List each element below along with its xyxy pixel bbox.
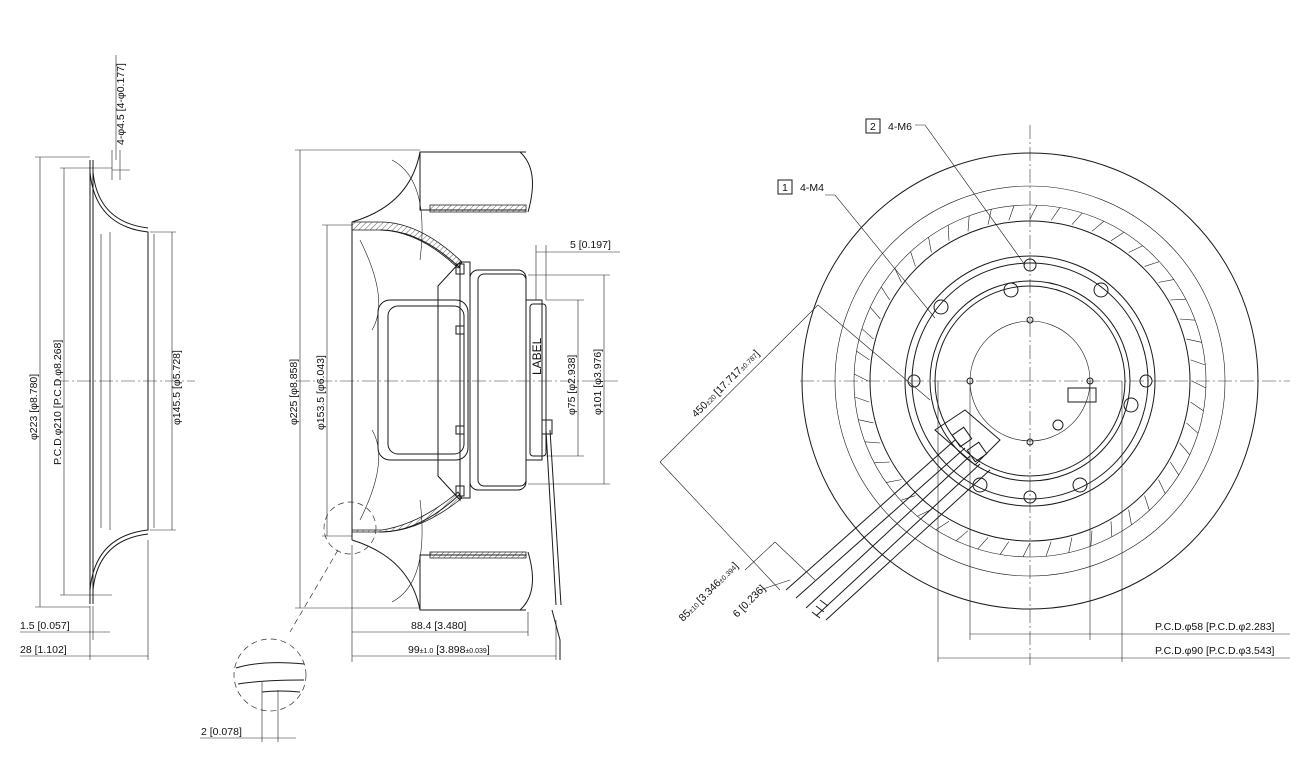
blade-slot <box>1071 212 1083 225</box>
blade-slot <box>1110 521 1113 537</box>
blade-slot <box>999 541 1010 555</box>
blade-slot <box>880 286 890 301</box>
callout-1-number: 1 <box>782 182 788 194</box>
blade-slot <box>894 268 902 283</box>
inlet-depth-label: 28 [1.102] <box>20 644 67 656</box>
callout-2-number: 2 <box>870 121 876 133</box>
inlet-thickness-label: 1.5 [0.057] <box>20 620 70 632</box>
blade-slot <box>874 461 890 464</box>
blade-slot <box>1170 298 1186 301</box>
hub-step-label: 5 [0.197] <box>570 239 611 251</box>
blade-slot <box>928 237 932 253</box>
blade-slot <box>947 225 950 241</box>
blade-slot <box>1186 422 1199 434</box>
blade-slot <box>1190 359 1206 366</box>
blade-slot <box>1029 205 1038 220</box>
blade-slot <box>1008 205 1015 221</box>
blade-slot <box>869 307 881 320</box>
blade-slot <box>1050 207 1061 221</box>
blade-slot <box>1191 380 1206 389</box>
hub-diameter-label: φ75 [φ2.938] <box>566 355 578 415</box>
blade-slot <box>854 396 870 403</box>
blade-slot <box>1090 530 1093 547</box>
inlet-hole-label: 4-φ4.5 [4-φ0.177] <box>115 63 127 145</box>
pcd-large-label: P.C.D.φ90 [P.C.D.φ3.543] <box>1155 645 1275 657</box>
pcd-small-label: P.C.D.φ58 [P.C.D.φ2.283] <box>1155 621 1275 633</box>
body-length-label: 88.4 [3.480] <box>411 620 467 632</box>
flange-diameter-label: φ101 [φ3.976] <box>592 349 604 415</box>
blade-slot <box>1158 479 1166 494</box>
blade-slot <box>886 479 902 483</box>
inlet-inner-diameter-label: φ145.5 [φ5.728] <box>171 350 183 425</box>
cable-length-label: 450±20[17.717±0.787] <box>690 348 763 421</box>
strip-length-label: 85±10[3.346±0.394] <box>677 560 741 624</box>
inlet-ring-view: 4-φ4.5 [4-φ0.177] φ223 [φ8.780] P.C.D.φ2… <box>20 55 195 660</box>
blade-slot <box>987 209 992 225</box>
blade-slot <box>1190 401 1204 412</box>
inlet-outer-diameter-label: φ223 [φ8.780] <box>28 374 40 440</box>
blade-slot <box>1045 541 1052 557</box>
blade-slot <box>1179 318 1196 321</box>
blade-slot <box>1186 338 1202 343</box>
inlet-pcd-label: P.C.D.φ210 [P.C.D.φ8.268] <box>52 340 64 465</box>
blade-slot <box>1144 495 1150 511</box>
side-view: LABEL φ225 [φ8.858] φ153.5 [φ6.043] 5 [0… <box>200 149 620 742</box>
detail-gap-label: 2 [0.078] <box>201 726 242 738</box>
blade-slot <box>1068 537 1073 553</box>
blade-slot <box>967 215 970 232</box>
front-view: 1 2 4-M4 4-M6 450±20[17.717±0.787] 85±10… <box>659 118 1290 665</box>
impeller-diameter-label: φ225 [φ8.858] <box>288 359 300 425</box>
wire-strip-label: 6 [0.236] <box>731 583 768 620</box>
label-text: LABEL <box>530 337 544 375</box>
blade-slot <box>861 328 874 340</box>
blade-slot <box>1110 231 1125 241</box>
callout-2-label: 4-M6 <box>888 121 912 133</box>
motor-diameter-label: φ153.5 [φ6.043] <box>315 355 327 430</box>
blade-slot <box>910 251 916 267</box>
callout-1-label: 4-M4 <box>800 182 824 194</box>
blade-slot <box>854 373 869 382</box>
blade-slot <box>1144 261 1160 267</box>
blade-slot <box>1128 509 1132 525</box>
blade-slot <box>858 419 874 424</box>
blade-slot <box>1158 279 1174 283</box>
blade-slot <box>1128 245 1143 253</box>
blade-slot <box>956 530 969 542</box>
blade-slot <box>856 350 870 361</box>
blade-slot <box>977 537 989 550</box>
blade-slot <box>864 441 881 444</box>
overall-length-label: 99±1.0[3.898±0.039] <box>408 644 490 656</box>
blade-slot <box>1022 542 1031 557</box>
blade-slot <box>1170 461 1180 476</box>
blade-slot <box>1179 442 1191 455</box>
blade-slot <box>1091 220 1104 232</box>
